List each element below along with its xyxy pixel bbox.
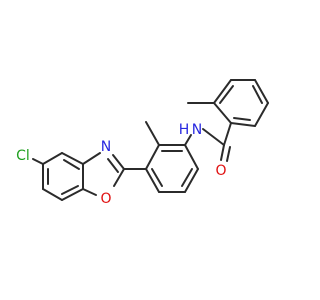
oxazole-nitrogen-label: N	[101, 139, 111, 155]
bond	[82, 188, 97, 196]
bond	[223, 122, 232, 146]
toluoyl-ring	[213, 79, 269, 127]
bond	[254, 79, 269, 104]
amide-hydrogen-label: H	[179, 122, 190, 138]
bond	[184, 134, 192, 146]
bond-double-inner	[181, 168, 193, 187]
bond	[230, 122, 256, 127]
bond	[213, 79, 232, 104]
bond	[184, 168, 199, 193]
middle-phenyl-ring	[145, 144, 199, 193]
amide-linkage	[184, 128, 225, 146]
bond	[184, 144, 199, 170]
oxazole-ring	[82, 152, 125, 196]
bond	[113, 168, 125, 187]
bond	[213, 102, 232, 124]
bond-double-inner	[219, 85, 234, 104]
bond	[145, 168, 160, 193]
amide-nitrogen-label: N	[192, 122, 202, 138]
bond	[61, 152, 84, 165]
aryl-carbonyl-bond	[223, 122, 232, 146]
bond-double-inner	[61, 185, 79, 195]
bond	[42, 188, 63, 201]
bond-double-inner	[233, 117, 251, 121]
carbonyl-bond	[220, 144, 231, 162]
chlorine-bond	[32, 158, 44, 165]
bond	[112, 154, 125, 170]
bond-double-inner	[63, 159, 80, 170]
oxazole-oxygen-label: O	[100, 191, 111, 207]
bond	[226, 146, 231, 162]
bond-double-inner	[151, 168, 163, 187]
bond	[145, 144, 160, 170]
chlorine-label: Cl	[16, 148, 30, 164]
bond	[61, 188, 84, 201]
bond	[32, 158, 44, 165]
background	[0, 0, 300, 300]
bond	[145, 121, 160, 146]
methyl-bond-middle	[145, 121, 160, 146]
bond-double-inner	[252, 85, 263, 104]
bond	[82, 152, 101, 165]
benzo-ring	[42, 152, 84, 201]
bond	[202, 128, 225, 146]
bond-double-inner	[107, 158, 119, 173]
bond	[254, 102, 269, 127]
carbonyl-oxygen-label: O	[215, 163, 226, 179]
molecule-diagram: Cl N O H N O	[0, 0, 300, 300]
bond	[42, 152, 63, 165]
bond	[220, 144, 225, 161]
